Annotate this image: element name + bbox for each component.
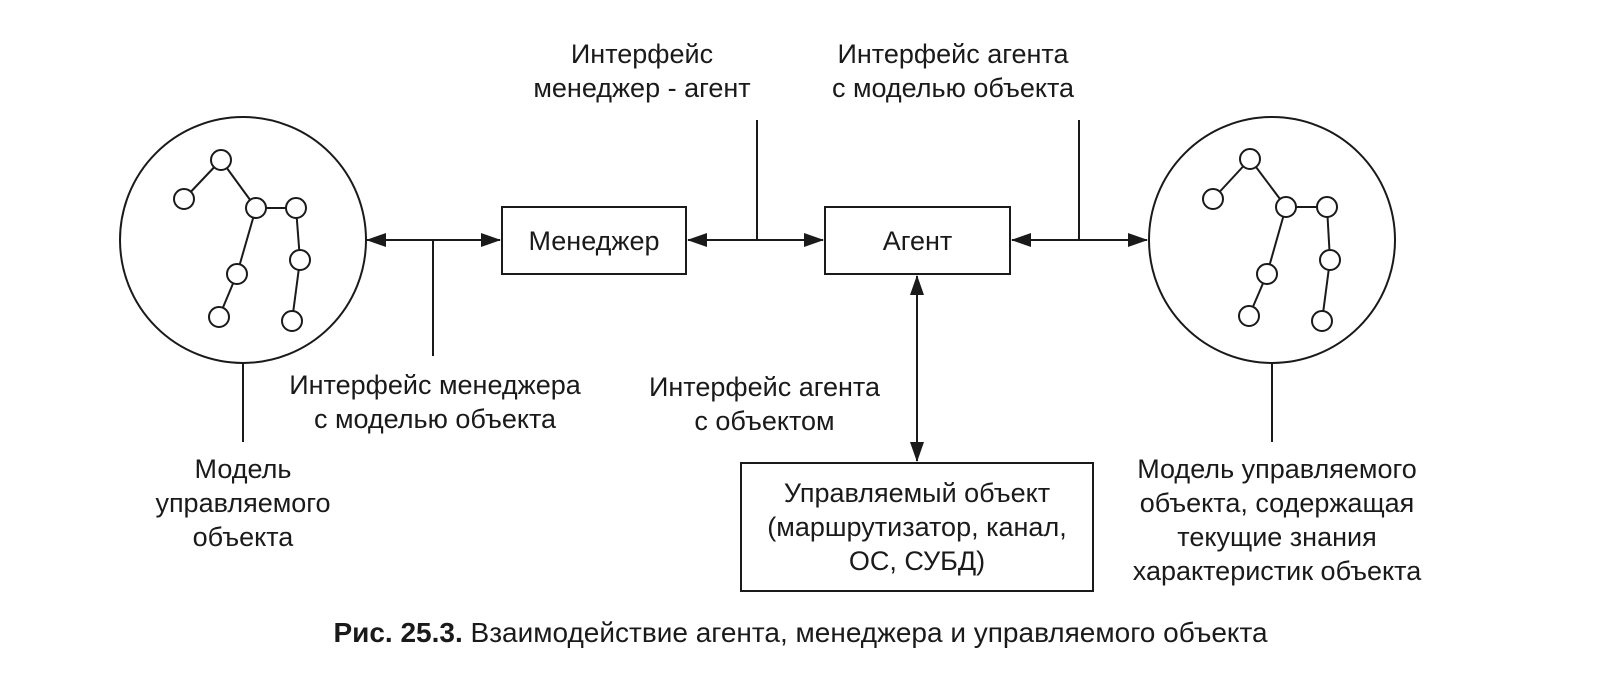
label-model-right: Модель управляемого объекта, содержащая …	[1132, 454, 1422, 586]
manager-box	[501, 206, 687, 275]
label-iface-agent-object: Интерфейс агента с объектом	[648, 372, 880, 436]
model-circle-right	[1148, 116, 1396, 364]
label-iface-manager-model: Интерфейс менеджера с моделью объекта	[289, 370, 581, 434]
agent-label: Агент	[882, 225, 953, 256]
managed-object-line-3: ОС, СУБД)	[848, 546, 986, 576]
label-model-left: Модель управляемого объекта	[155, 454, 331, 552]
object-tree-right	[1202, 148, 1341, 332]
managed-object-line-1: Управляемый объект	[783, 478, 1051, 508]
label-iface-manager-agent: Интерфейс менеджер - агент	[533, 39, 751, 103]
agent-box-label: Агент	[825, 207, 1010, 274]
managed-object-line-2: (маршрутизатор, канал,	[767, 512, 1067, 542]
manager-label: Менеджер	[528, 225, 660, 256]
figure-caption: Рис. 25.3. Взаимодействие агента, менедж…	[0, 615, 1601, 651]
managed-object-box	[740, 462, 1094, 592]
figure-number: Рис. 25.3.	[333, 617, 463, 648]
agent-box	[824, 206, 1011, 275]
object-tree-left	[173, 149, 311, 332]
managed-object-box-label: Управляемый объект (маршрутизатор, канал…	[741, 463, 1093, 591]
label-iface-agent-model: Интерфейс агента с моделью объекта	[831, 39, 1075, 103]
figure-caption-text: Взаимодействие агента, менеджера и управ…	[470, 617, 1268, 648]
model-circle-left	[119, 116, 367, 364]
manager-box-label: Менеджер	[502, 207, 686, 274]
